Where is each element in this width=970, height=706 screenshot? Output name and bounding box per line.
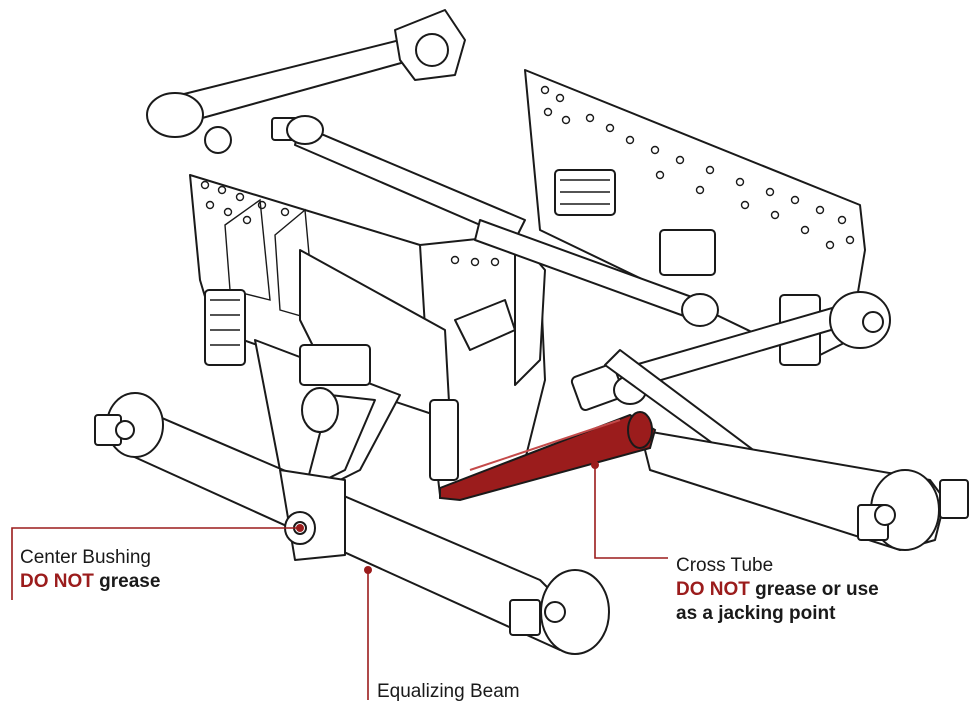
center-bushing bbox=[279, 469, 346, 561]
equalizing-beam-label: Equalizing Beam bbox=[377, 681, 520, 702]
center-bushing-marker bbox=[296, 524, 304, 532]
upper-torque-rod-right bbox=[271, 115, 526, 241]
cross-tube bbox=[439, 411, 657, 502]
center-bushing-warning: DO NOT bbox=[20, 571, 94, 592]
callout-center-bushing: Center Bushing DO NOT grease bbox=[20, 546, 160, 594]
cross-tube-instruction-2: as a jacking point bbox=[676, 603, 836, 624]
center-bushing-note: DO NOT grease bbox=[20, 570, 160, 594]
cross-tube-instruction: grease or use bbox=[755, 579, 879, 600]
upper-torque-rod-left bbox=[146, 9, 466, 154]
equalizing-beam-marker bbox=[364, 566, 372, 574]
cross-tube-note: DO NOT grease or use bbox=[676, 578, 879, 602]
cross-tube-marker bbox=[591, 461, 599, 469]
spring-stacks bbox=[204, 169, 821, 481]
callout-equalizing-beam: Equalizing Beam bbox=[377, 680, 520, 704]
center-bushing-label: Center Bushing bbox=[20, 547, 151, 568]
center-bushing-instruction: grease bbox=[99, 571, 161, 592]
lower-torque-rod bbox=[570, 291, 891, 412]
leader-lines bbox=[11, 461, 668, 700]
callout-cross-tube: Cross Tube DO NOT grease or use as a jac… bbox=[676, 554, 879, 626]
equalizing-beam-rear bbox=[639, 429, 969, 551]
cross-tube-warning: DO NOT bbox=[676, 579, 750, 600]
cross-tube-label: Cross Tube bbox=[676, 555, 774, 576]
